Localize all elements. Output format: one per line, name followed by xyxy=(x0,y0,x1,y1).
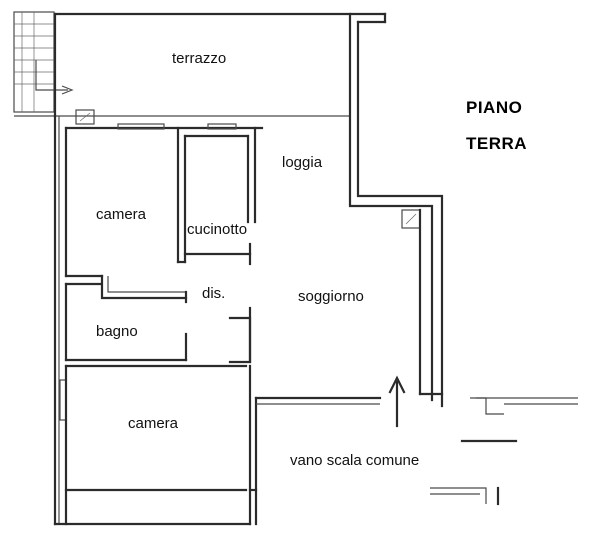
room-label-bagno: bagno xyxy=(96,323,138,340)
stair-block xyxy=(13,11,55,113)
floor-title-line1: PIANO xyxy=(466,98,523,117)
room-label-loggia: loggia xyxy=(282,154,323,171)
common-stair-walls xyxy=(430,397,578,506)
room-label-dis: dis. xyxy=(202,285,226,302)
terrace-walls xyxy=(14,12,387,125)
floor-title-line2: TERRA xyxy=(466,134,528,153)
room-label-camera-bottom: camera xyxy=(128,415,179,432)
room-label-cucinotto: cucinotto xyxy=(187,221,248,238)
entrance-arrow xyxy=(388,375,406,428)
room-label-soggiorno: soggiorno xyxy=(298,288,364,305)
room-label-vano-scala: vano scala comune xyxy=(290,452,420,469)
room-label-camera-top: camera xyxy=(96,206,147,223)
stair-arrow xyxy=(35,60,74,95)
room-label-terrazzo: terrazzo xyxy=(172,50,227,67)
exterior-walls xyxy=(53,12,444,526)
interior-walls xyxy=(59,126,382,526)
